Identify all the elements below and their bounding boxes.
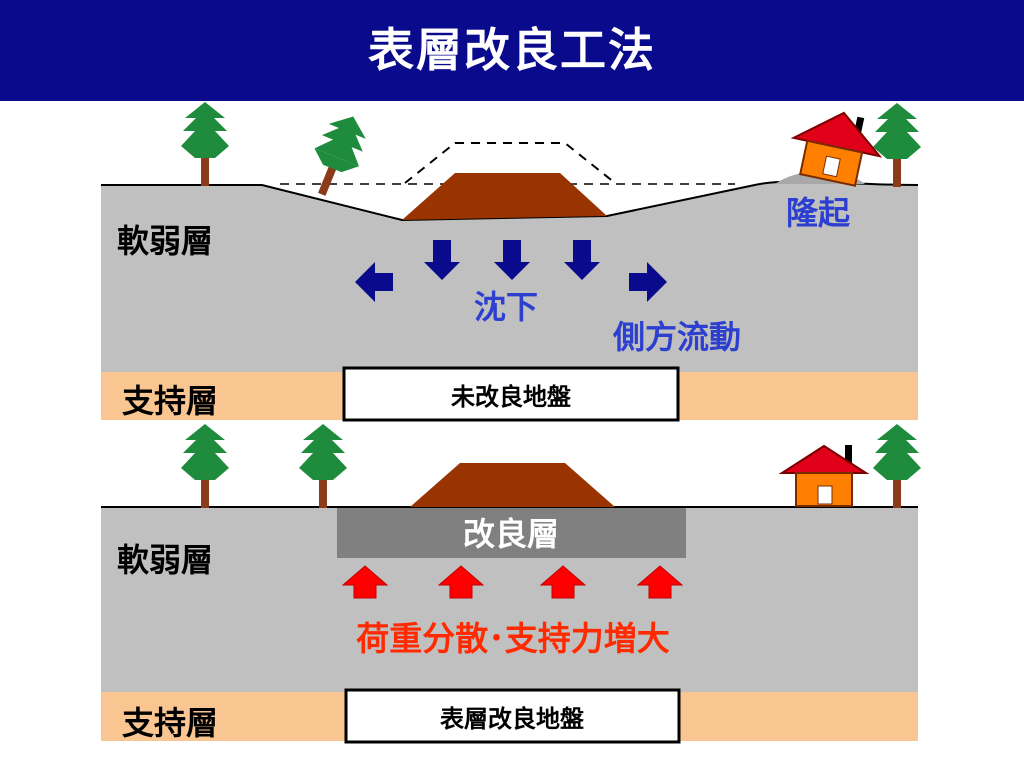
embankment-bottom bbox=[410, 463, 615, 507]
tree-icon bbox=[181, 102, 229, 186]
tilted-house-icon bbox=[790, 111, 883, 187]
lateral-arrow-right bbox=[629, 262, 667, 302]
lateral-flow-label: 側方流動 bbox=[612, 318, 741, 356]
tilted-tree-icon bbox=[299, 107, 376, 204]
house-icon bbox=[778, 444, 870, 507]
untreated-ground-label: 未改良地盤 bbox=[451, 383, 572, 411]
support-layer-label-bottom: 支持層 bbox=[122, 704, 218, 742]
top-panel: 未改良地盤 軟弱層 支持層 隆起 沈下 側方流動 bbox=[101, 102, 921, 422]
untreated-ground-box bbox=[342, 366, 680, 422]
design-embankment-outline bbox=[404, 142, 616, 184]
improved-ground-label: 表層改良地盤 bbox=[440, 705, 585, 733]
soft-layer-label-bottom: 軟弱層 bbox=[117, 541, 213, 579]
heave-label: 隆起 bbox=[786, 194, 851, 232]
settlement-label: 沈下 bbox=[474, 288, 538, 326]
improved-ground-box bbox=[344, 688, 681, 744]
lateral-arrow-left bbox=[355, 262, 393, 302]
tree-icon bbox=[873, 103, 921, 187]
soft-layer-label-top: 軟弱層 bbox=[117, 222, 213, 260]
title-bar: 表層改良工法 bbox=[0, 0, 1024, 101]
embankment-top bbox=[402, 173, 607, 220]
bottom-panel: 改良層 表層改良地盤 軟弱層 支持層 荷重分散･支持力増大 bbox=[101, 424, 921, 744]
tree-icon bbox=[181, 424, 229, 508]
tree-icon bbox=[873, 424, 921, 508]
improved-layer-label: 改良層 bbox=[463, 515, 559, 553]
page-title: 表層改良工法 bbox=[368, 23, 656, 77]
improved-layer bbox=[337, 508, 686, 558]
load-distribution-label: 荷重分散･支持力増大 bbox=[356, 619, 670, 658]
support-layer-label-top: 支持層 bbox=[122, 382, 218, 420]
tree-icon bbox=[299, 424, 347, 508]
